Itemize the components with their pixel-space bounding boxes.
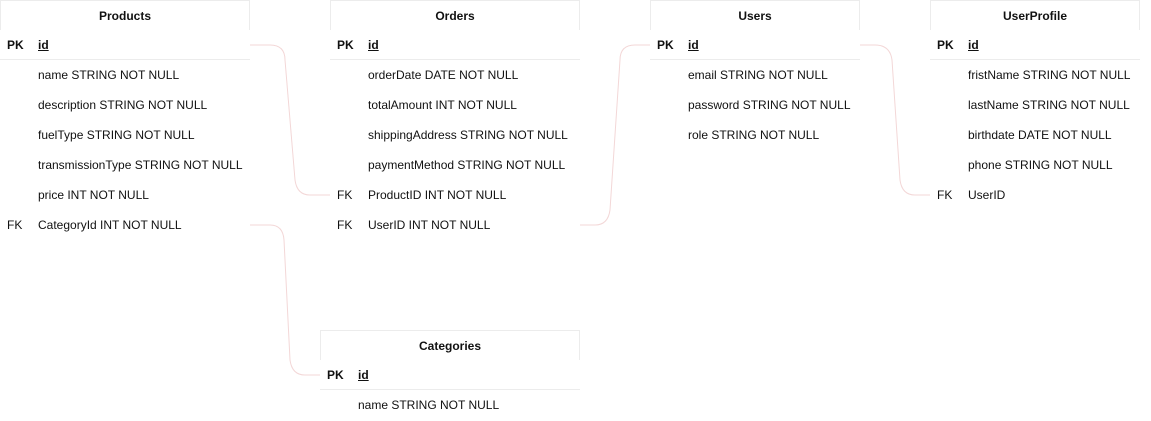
entity-title: Orders [330,0,580,30]
field-label: id [688,38,699,52]
key-label: FK [7,218,23,232]
key-label: PK [337,38,354,52]
field-label: fuelType STRING NOT NULL [38,128,195,142]
entity-title: Categories [320,330,580,360]
attribute-row[interactable]: password STRING NOT NULL [650,90,860,120]
key-label: PK [327,368,344,382]
foreign-key-row[interactable]: FK ProductID INT NOT NULL [330,180,580,210]
primary-key-row[interactable]: PK id [650,30,860,60]
relation-products-orders [250,44,330,196]
key-label: PK [657,38,674,52]
primary-key-row[interactable]: PK id [320,360,580,390]
field-label: id [358,368,369,382]
field-label: id [968,38,979,52]
field-label: shippingAddress STRING NOT NULL [368,128,568,142]
entity-title: UserProfile [930,0,1140,30]
field-label: ProductID INT NOT NULL [368,188,507,202]
attribute-row[interactable]: price INT NOT NULL [0,180,250,210]
field-label: name STRING NOT NULL [358,398,500,412]
field-label: transmissionType STRING NOT NULL [38,158,243,172]
foreign-key-row[interactable]: FK UserID [930,180,1140,210]
entity-categories[interactable]: Categories PK id name STRING NOT NULL [320,330,580,420]
attribute-row[interactable]: email STRING NOT NULL [650,60,860,90]
attribute-row[interactable]: name STRING NOT NULL [320,390,580,420]
attribute-row[interactable]: totalAmount INT NOT NULL [330,90,580,120]
primary-key-row[interactable]: PK id [330,30,580,60]
relation-users-userprofile [860,44,930,196]
attribute-row[interactable]: lastName STRING NOT NULL [930,90,1140,120]
entity-users[interactable]: Users PK id email STRING NOT NULL password … [650,0,860,150]
field-label: role STRING NOT NULL [688,128,820,142]
foreign-key-row[interactable]: FK UserID INT NOT NULL [330,210,580,240]
attribute-row[interactable]: role STRING NOT NULL [650,120,860,150]
field-label: birthdate DATE NOT NULL [968,128,1112,142]
entity-userprofile[interactable]: UserProfile PK id fristName STRING NOT NUL… [930,0,1140,210]
key-label: FK [337,218,353,232]
attribute-row[interactable]: shippingAddress STRING NOT NULL [330,120,580,150]
relation-users-orders [580,44,650,226]
field-label: id [38,38,49,52]
entity-title: Products [0,0,250,30]
attribute-row[interactable]: paymentMethod STRING NOT NULL [330,150,580,180]
field-label: orderDate DATE NOT NULL [368,68,519,82]
attribute-row[interactable]: birthdate DATE NOT NULL [930,120,1140,150]
foreign-key-row[interactable]: FK CategoryId INT NOT NULL [0,210,250,240]
entity-orders[interactable]: Orders PK id orderDate DATE NOT NULL totalA… [330,0,580,240]
field-label: paymentMethod STRING NOT NULL [368,158,566,172]
field-label: price INT NOT NULL [38,188,149,202]
field-label: UserID [968,188,1006,202]
attribute-row[interactable]: transmissionType STRING NOT NULL [0,150,250,180]
attribute-row[interactable]: phone STRING NOT NULL [930,150,1140,180]
field-label: lastName STRING NOT NULL [968,98,1130,112]
key-label: PK [7,38,24,52]
key-label: PK [937,38,954,52]
field-label: id [368,38,379,52]
field-label: CategoryId INT NOT NULL [38,218,182,232]
field-label: phone STRING NOT NULL [968,158,1113,172]
entity-products[interactable]: Products PK id name STRING NOT NULL descrip… [0,0,250,240]
attribute-row[interactable]: orderDate DATE NOT NULL [330,60,580,90]
field-label: email STRING NOT NULL [688,68,828,82]
primary-key-row[interactable]: PK id [930,30,1140,60]
field-label: UserID INT NOT NULL [368,218,491,232]
relation-categories-products [250,224,320,376]
attribute-row[interactable]: fuelType STRING NOT NULL [0,120,250,150]
entity-title: Users [650,0,860,30]
key-label: FK [337,188,353,202]
field-label: description STRING NOT NULL [38,98,208,112]
attribute-row[interactable]: name STRING NOT NULL [0,60,250,90]
field-label: password STRING NOT NULL [688,98,851,112]
attribute-row[interactable]: description STRING NOT NULL [0,90,250,120]
attribute-row[interactable]: fristName STRING NOT NULL [930,60,1140,90]
field-label: totalAmount INT NOT NULL [368,98,517,112]
field-label: fristName STRING NOT NULL [968,68,1131,82]
key-label: FK [937,188,953,202]
primary-key-row[interactable]: PK id [0,30,250,60]
field-label: name STRING NOT NULL [38,68,180,82]
